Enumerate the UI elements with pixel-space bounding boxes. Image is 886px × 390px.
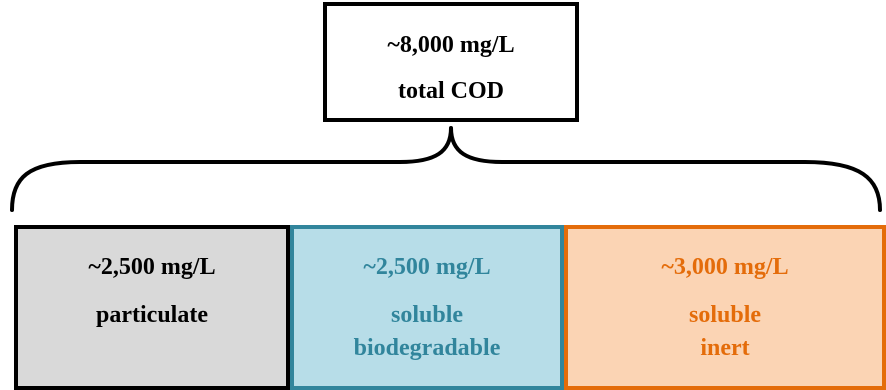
particulate-cod-value: ~2,500 mg/L [88,254,216,280]
soluble-inert-cod-box: ~3,000 mg/L soluble inert [564,225,886,390]
soluble-inert-cod-label-line2: inert [700,335,750,361]
soluble-biodegradable-cod-label-line2: biodegradable [353,335,501,361]
total-cod-value: ~8,000 mg/L [387,32,515,58]
soluble-inert-cod-value: ~3,000 mg/L [661,254,789,280]
particulate-cod-box: ~2,500 mg/L particulate [14,225,290,390]
total-cod-box: ~8,000 mg/L total COD [323,2,579,122]
particulate-cod-label: particulate [96,302,208,328]
total-cod-label: total COD [398,78,504,104]
soluble-biodegradable-cod-box: ~2,500 mg/L soluble biodegradable [290,225,564,390]
soluble-biodegradable-cod-label-line1: soluble [390,302,464,328]
soluble-biodegradable-cod-value: ~2,500 mg/L [363,254,491,280]
soluble-inert-cod-label-line1: soluble [688,302,762,328]
